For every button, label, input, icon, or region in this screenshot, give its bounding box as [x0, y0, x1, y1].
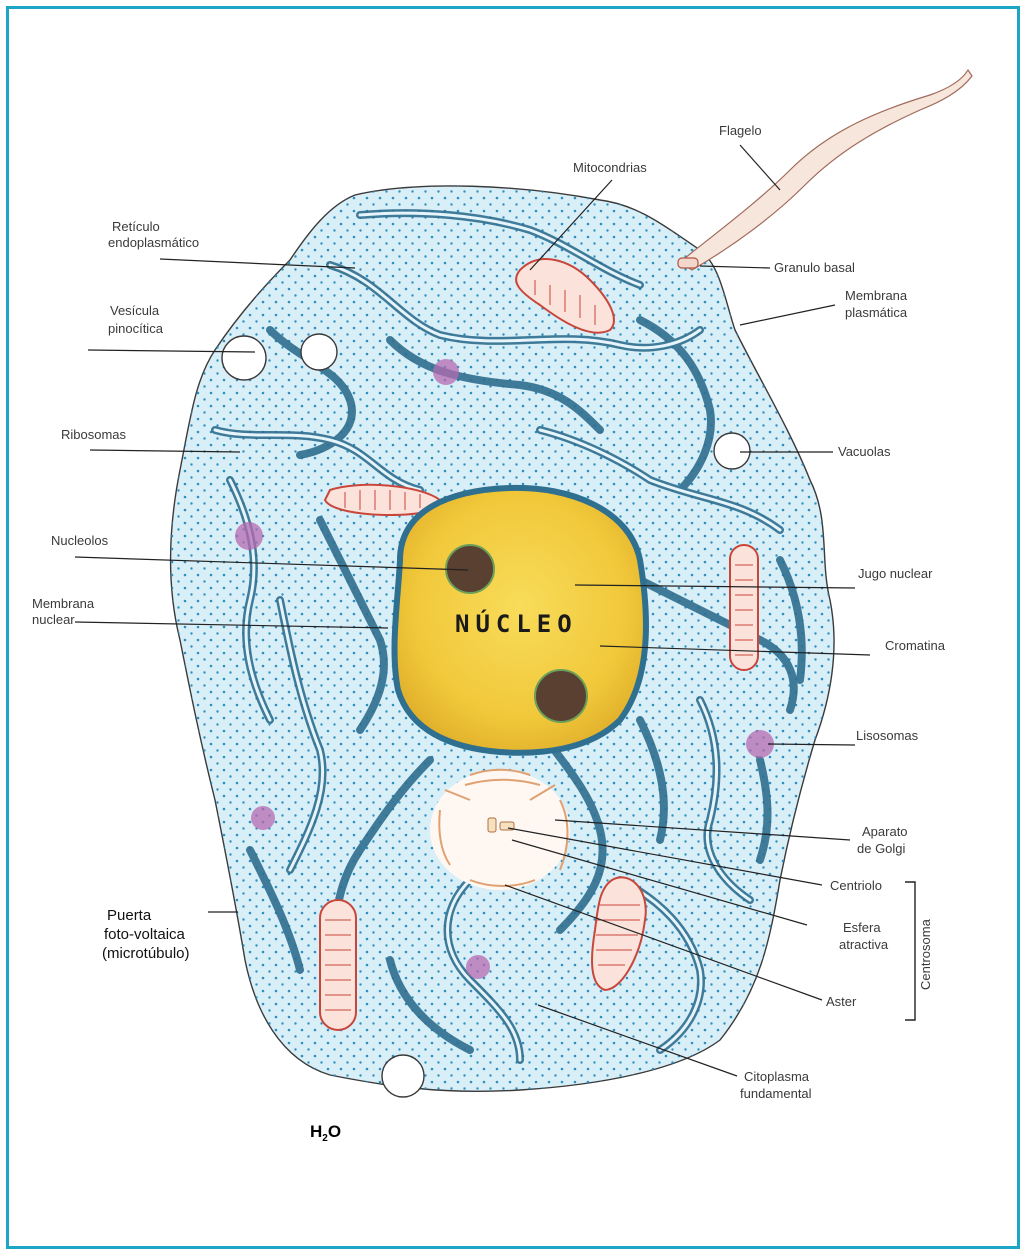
h2o-label: H2O	[310, 1122, 341, 1144]
pinocytic-vesicle	[222, 336, 266, 380]
label-flagelo: Flagelo	[719, 123, 762, 138]
flagellum	[680, 70, 972, 270]
h2o-main: H	[310, 1122, 322, 1141]
label-aparato-golgi: Aparato	[862, 824, 908, 839]
label-reticulo: Retículo	[112, 219, 160, 234]
label-puerta-3: (microtúbulo)	[102, 945, 190, 962]
label-esfera-2: atractiva	[839, 937, 889, 952]
vacuole	[382, 1055, 424, 1097]
label-puerta: Puerta	[107, 907, 152, 924]
label-centriolo: Centriolo	[830, 878, 882, 893]
nucleus: NÚCLEO	[395, 488, 646, 753]
label-membrana-nuclear-2: nuclear	[32, 612, 75, 627]
nucleolus	[535, 670, 587, 722]
vacuole	[714, 433, 750, 469]
h2o-tail: O	[328, 1122, 341, 1141]
centrosoma-bracket	[905, 882, 915, 1020]
centriole	[488, 818, 496, 832]
nucleus-label: NÚCLEO	[455, 608, 578, 638]
label-vesicula-2: pinocítica	[108, 321, 164, 336]
label-membrana-plasmatica-2: plasmática	[845, 305, 908, 320]
basal-granule	[678, 258, 698, 268]
label-ribosomas: Ribosomas	[61, 427, 127, 442]
label-cromatina: Cromatina	[885, 638, 946, 653]
label-puerta-2: foto-voltaica	[104, 926, 186, 943]
label-citoplasma-2: fundamental	[740, 1086, 812, 1101]
label-aster: Aster	[826, 994, 857, 1009]
label-vacuolas: Vacuolas	[838, 444, 891, 459]
label-nucleolos: Nucleolos	[51, 533, 109, 548]
centrosoma-label: Centrosoma	[918, 918, 933, 990]
label-membrana-plasmatica: Membrana	[845, 288, 908, 303]
vacuole	[301, 334, 337, 370]
label-granulo-basal: Granulo basal	[774, 260, 855, 275]
label-vesicula: Vesícula	[110, 303, 160, 318]
label-citoplasma: Citoplasma	[744, 1069, 810, 1084]
label-lisosomas: Lisosomas	[856, 728, 919, 743]
label-aparato-golgi-2: de Golgi	[857, 841, 906, 856]
label-membrana-nuclear: Membrana	[32, 596, 95, 611]
label-mitocondrias: Mitocondrias	[573, 160, 647, 175]
label-jugo-nuclear: Jugo nuclear	[858, 566, 933, 581]
label-esfera: Esfera	[843, 920, 881, 935]
golgi-apparatus	[430, 770, 570, 890]
label-reticulo-2: endoplasmático	[108, 235, 199, 250]
